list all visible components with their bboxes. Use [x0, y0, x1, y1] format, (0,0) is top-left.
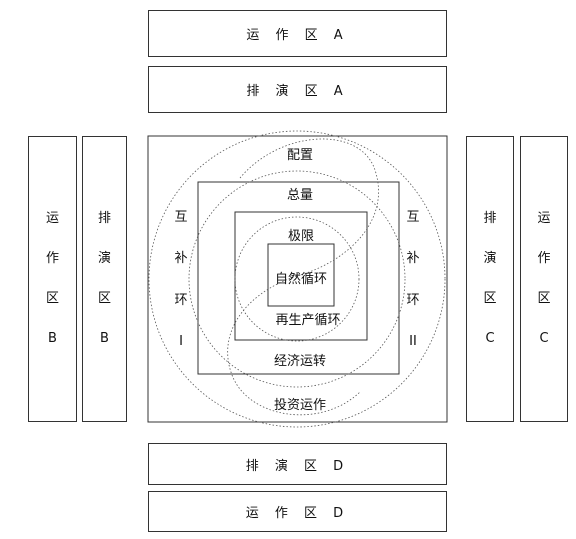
total-label: 总量 — [287, 188, 313, 203]
inner-dotted-circle — [234, 216, 360, 342]
rehearsal-zone-c-char: C — [485, 331, 495, 346]
outer-square — [147, 135, 448, 423]
middle-dotted-circle — [188, 170, 406, 388]
operation-zone-b-char: 作 — [45, 251, 59, 266]
complement-ring-ii-char: 补 — [406, 251, 419, 266]
investment-operation-label: 投资运作 — [274, 397, 326, 413]
rehearsal-zone-c: 排 演 区 C — [466, 136, 514, 422]
rehearsal-zone-d: 排 演 区 D — [148, 443, 447, 485]
complement-ring-i-char: I — [179, 334, 183, 349]
reproduction-cycle-label: 再生产循环 — [275, 313, 340, 328]
operation-zone-c-char: 区 — [537, 291, 551, 306]
operation-zone-a: 运 作 区 A — [148, 10, 447, 57]
natural-cycle-label: 自然循环 — [275, 271, 327, 287]
natural-cycle-square — [267, 243, 335, 307]
lower-complement-curve — [227, 274, 361, 416]
rehearsal-zone-b-char: 演 — [97, 251, 111, 266]
config-label: 配置 — [287, 148, 313, 163]
rehearsal-zone-a-label: 排 演 区 A — [246, 84, 349, 99]
rehearsal-zone-a: 排 演 区 A — [148, 66, 447, 113]
rehearsal-zone-b-char: 区 — [97, 291, 111, 306]
rehearsal-zone-c-char: 演 — [483, 251, 497, 266]
limit-square — [234, 211, 368, 341]
rehearsal-zone-c-char: 区 — [483, 291, 497, 306]
operation-zone-c: 运 作 区 C — [520, 136, 568, 422]
complement-ring-ii-char: II — [409, 334, 417, 349]
rehearsal-zone-b-char: 排 — [97, 211, 111, 226]
rehearsal-zone-d-label: 排 演 区 D — [245, 458, 350, 474]
complement-ring-ii-char: 环 — [406, 293, 419, 308]
operation-zone-b: 运 作 区 B — [28, 136, 77, 422]
operation-zone-d: 运 作 区 D — [148, 491, 447, 532]
complement-ring-i-char: 环 — [174, 293, 187, 308]
operation-zone-c-char: 运 — [537, 211, 551, 226]
complement-ring-i-char: 互 — [174, 210, 187, 225]
rehearsal-zone-b: 排 演 区 B — [82, 136, 127, 422]
complement-ring-i-char: 补 — [174, 251, 187, 266]
total-square — [197, 181, 400, 375]
limit-label: 极限 — [288, 229, 314, 244]
operation-zone-d-label: 运 作 区 D — [245, 506, 350, 521]
operation-zone-b-char: 运 — [45, 211, 59, 226]
economic-operation-label: 经济运转 — [274, 354, 326, 369]
operation-zone-c-char: C — [539, 331, 549, 346]
operation-zone-a-label: 运 作 区 A — [246, 28, 349, 43]
operation-zone-b-char: 区 — [45, 291, 59, 306]
outer-dotted-circle — [148, 130, 446, 428]
rehearsal-zone-b-char: B — [100, 331, 109, 346]
operation-zone-c-char: 作 — [537, 251, 551, 266]
rehearsal-zone-c-char: 排 — [483, 211, 497, 226]
complement-ring-ii-char: 互 — [406, 210, 419, 225]
operation-zone-b-char: B — [48, 331, 57, 346]
